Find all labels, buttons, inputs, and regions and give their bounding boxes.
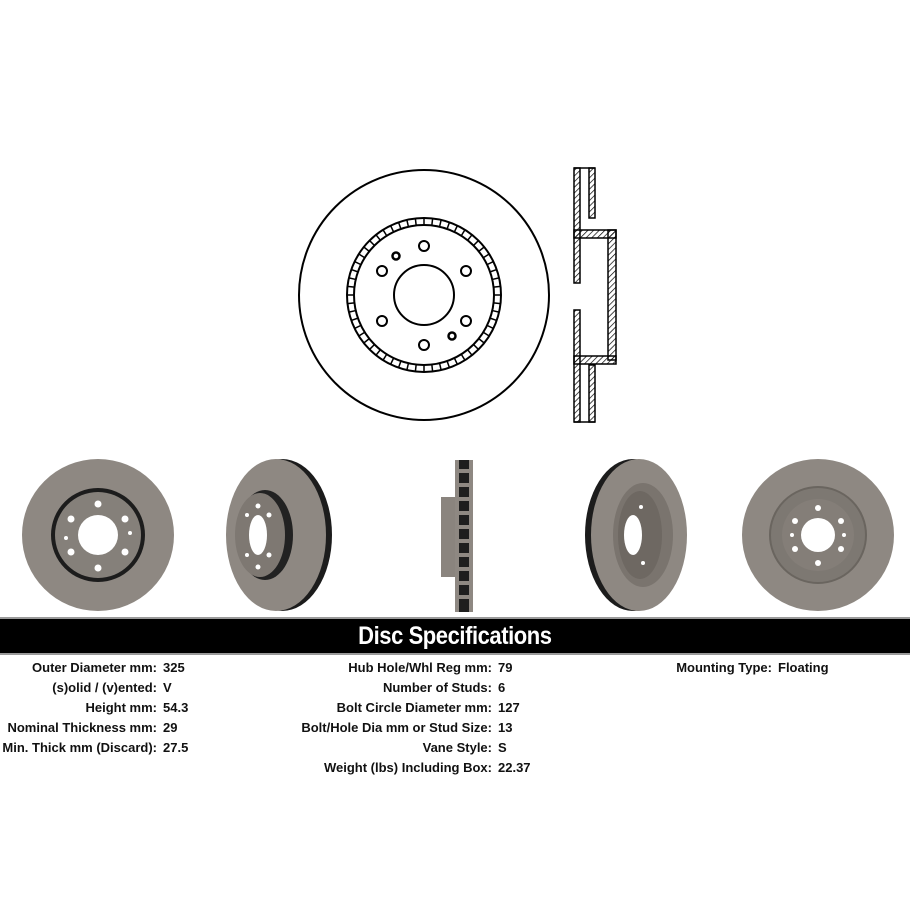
rotor-technical-drawing bbox=[290, 160, 630, 430]
spec-label: Weight (lbs) Including Box: bbox=[323, 759, 492, 775]
spec-row-outer-diameter: Outer Diameter mm: 325 bbox=[0, 657, 188, 677]
spec-value: 127 bbox=[498, 699, 520, 715]
spec-row-nominal-thickness: Nominal Thickness mm: 29 bbox=[0, 717, 188, 737]
spec-label: Height mm: bbox=[85, 699, 158, 715]
rotor-section-view bbox=[573, 167, 617, 423]
spec-value: 6 bbox=[498, 679, 506, 695]
spec-row-bolt-circle: Bolt Circle Diameter mm: 127 bbox=[290, 697, 531, 717]
spec-label: Vane Style: bbox=[422, 739, 492, 755]
spec-value: 325 bbox=[163, 659, 185, 675]
spec-label: Bolt/Hole Dia mm or Stud Size: bbox=[301, 719, 492, 735]
spec-label: Mounting Type: bbox=[676, 659, 772, 675]
spec-value: Floating bbox=[778, 659, 829, 675]
spec-label: Min. Thick mm (Discard): bbox=[2, 739, 157, 755]
spec-label: Bolt Circle Diameter mm: bbox=[336, 699, 492, 715]
spec-label: (s)olid / (v)ented: bbox=[52, 679, 157, 695]
spec-label: Nominal Thickness mm: bbox=[7, 719, 157, 735]
spec-value: 54.3 bbox=[163, 699, 189, 715]
banner-title: Disc Specifications bbox=[358, 621, 552, 650]
specs-column-1: Outer Diameter mm: 325 (s)olid / (v)ented… bbox=[0, 657, 188, 757]
spec-row-vane-style: Vane Style: S bbox=[290, 737, 531, 757]
rotor-photo-front bbox=[20, 455, 180, 615]
spec-value: 27.5 bbox=[163, 739, 189, 755]
spec-label: Hub Hole/Whl Reg mm: bbox=[348, 659, 492, 675]
spec-value: S bbox=[498, 739, 507, 755]
rotor-photo-back bbox=[740, 455, 900, 615]
spec-row-number-of-studs: Number of Studs: 6 bbox=[290, 677, 531, 697]
spec-label: Number of Studs: bbox=[382, 679, 492, 695]
specs-column-3: Mounting Type: Floating bbox=[650, 657, 829, 677]
rotor-photo-angled-left bbox=[220, 455, 335, 615]
spec-value: 22.37 bbox=[498, 759, 531, 775]
spec-row-hub-hole: Hub Hole/Whl Reg mm: 79 bbox=[290, 657, 531, 677]
specs-column-2: Hub Hole/Whl Reg mm: 79 Number of Studs: 6… bbox=[290, 657, 531, 777]
spec-row-solid-vented: (s)olid / (v)ented: V bbox=[0, 677, 188, 697]
spec-value: V bbox=[163, 679, 172, 695]
rotor-photo-edge bbox=[435, 455, 480, 615]
spec-row-bolt-hole-dia: Bolt/Hole Dia mm or Stud Size: 13 bbox=[290, 717, 531, 737]
spec-row-mounting-type: Mounting Type: Floating bbox=[650, 657, 829, 677]
rotor-front-view bbox=[298, 169, 550, 421]
spec-row-min-thickness: Min. Thick mm (Discard): 27.5 bbox=[0, 737, 188, 757]
spec-value: 29 bbox=[163, 719, 178, 735]
spec-value: 79 bbox=[498, 659, 513, 675]
disc-specifications-banner: Disc Specifications bbox=[0, 617, 910, 655]
rotor-photo-angled-back bbox=[585, 455, 695, 615]
spec-label: Outer Diameter mm: bbox=[32, 659, 157, 675]
spec-value: 13 bbox=[498, 719, 513, 735]
spec-row-height: Height mm: 54.3 bbox=[0, 697, 189, 717]
spec-row-weight: Weight (lbs) Including Box: 22.37 bbox=[290, 757, 531, 777]
